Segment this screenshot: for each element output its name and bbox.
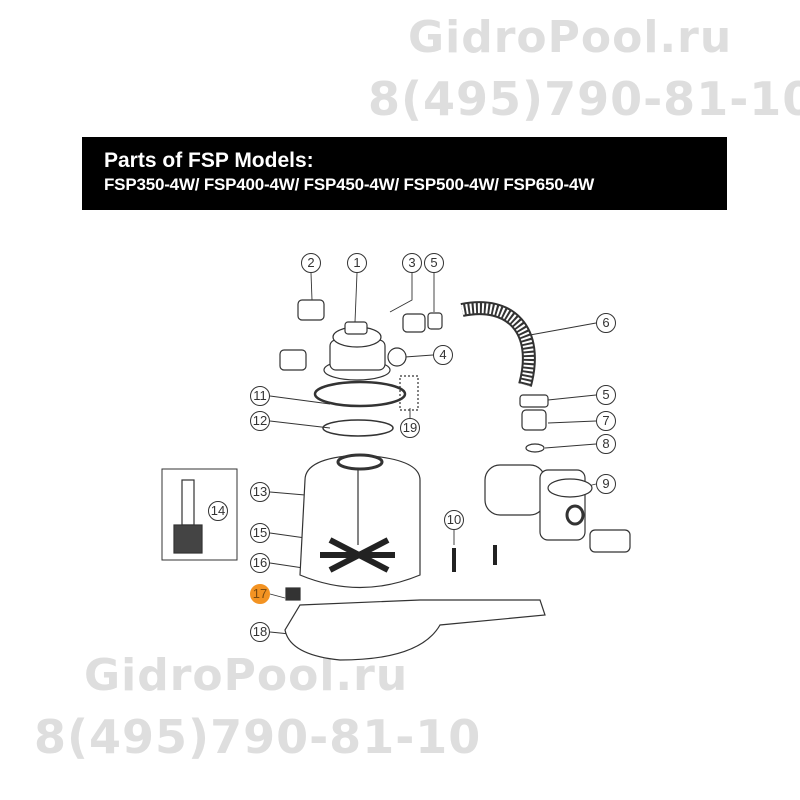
o-ring <box>322 419 394 437</box>
multiport-valve <box>323 321 391 381</box>
callout-10: 10 <box>444 510 464 530</box>
callout-5: 5 <box>424 253 444 273</box>
watermark-phone: 8(495)790-81-10 <box>34 710 482 764</box>
pump <box>484 464 593 541</box>
unions <box>279 299 631 553</box>
callout-19: 19 <box>400 418 420 438</box>
callout-4: 4 <box>433 345 453 365</box>
callout-9: 9 <box>596 474 616 494</box>
callout-5: 5 <box>596 385 616 405</box>
watermark-site: GidroPool.ru <box>408 12 733 63</box>
callout-12: 12 <box>250 411 270 431</box>
drain-plug <box>285 587 301 601</box>
title: Parts of FSP Models: <box>104 149 314 172</box>
inset-pipe <box>181 479 195 526</box>
tank <box>299 454 421 589</box>
clamp-screw-box <box>399 375 419 411</box>
callout-3: 3 <box>402 253 422 273</box>
base <box>284 599 546 661</box>
title-banner: Parts of FSP Models: FSP350-4W/ FSP400-4… <box>82 137 727 210</box>
watermark-phone: 8(495)790-81-10 <box>368 72 800 126</box>
callout-17-highlighted: 17 <box>250 584 270 604</box>
callout-2: 2 <box>301 253 321 273</box>
callout-1: 1 <box>347 253 367 273</box>
callout-6: 6 <box>596 313 616 333</box>
callout-8: 8 <box>596 434 616 454</box>
callout-11: 11 <box>250 386 270 406</box>
callout-14: 14 <box>208 501 228 521</box>
inset-collector <box>173 524 203 554</box>
callout-13: 13 <box>250 482 270 502</box>
laterals <box>320 537 395 573</box>
hose <box>460 301 536 387</box>
tank-neck <box>336 453 384 471</box>
model-list: FSP350-4W/ FSP400-4W/ FSP450-4W/ FSP500-… <box>104 175 595 194</box>
callout-18: 18 <box>250 622 270 642</box>
inset-box <box>161 468 238 561</box>
bolts <box>452 545 497 572</box>
callout-15: 15 <box>250 523 270 543</box>
clamp <box>313 380 407 408</box>
callout-16: 16 <box>250 553 270 573</box>
leader-lines <box>269 272 597 636</box>
callout-7: 7 <box>596 411 616 431</box>
